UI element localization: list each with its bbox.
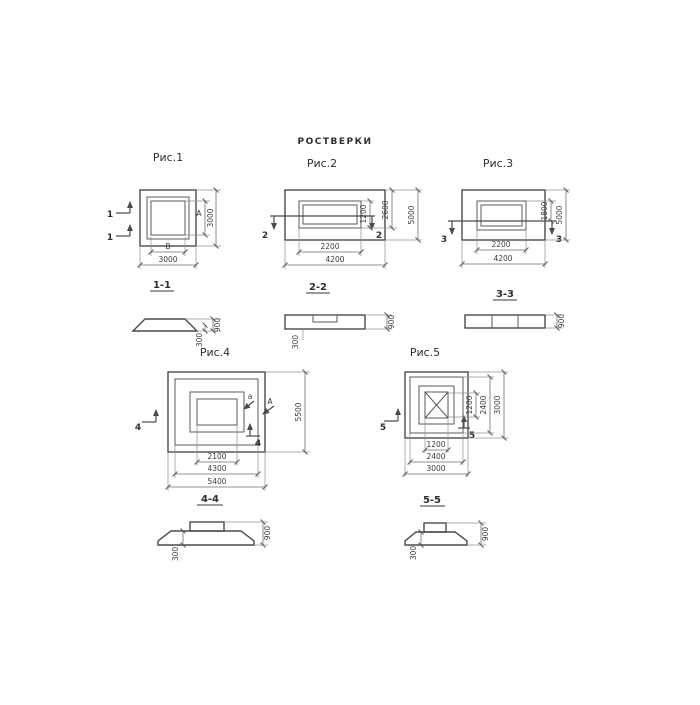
- fig4-section-dim-300: 300: [171, 547, 180, 562]
- fig1-dim-inner-height: А: [196, 209, 202, 218]
- sheet-title: РОСТВЕРКИ: [298, 137, 373, 147]
- fig5-dim-h1: 1200: [465, 395, 474, 414]
- figure-2: Рис.2 2 2 2200 4200 1200: [262, 157, 422, 349]
- fig1-cut-marks: 1 1: [107, 201, 133, 243]
- figure-3: Рис.3 3 3 2200 4200 1800: [441, 157, 570, 331]
- fig4-cut-mark-label: 4: [135, 423, 141, 433]
- fig4-cut-mark-label: 4: [255, 439, 261, 449]
- fig2-cut-mark-label: 2: [262, 231, 268, 241]
- fig5-cut-marks: 5 5: [380, 408, 475, 441]
- fig1-cut-mark-label: 1: [107, 233, 113, 243]
- fig3-caption: Рис.3: [483, 157, 513, 170]
- fig4-section-dim-900: 900: [263, 526, 272, 541]
- fig2-dim-h3: 5000: [407, 205, 416, 224]
- fig2-dimensions: 2200 4200 1200 2600 5000: [282, 187, 422, 269]
- fig1-section-title: 1-1: [153, 280, 171, 291]
- fig1-cut-mark-label: 1: [107, 210, 113, 220]
- fig3-dim-h2: 5000: [555, 205, 564, 224]
- fig5-plan: [404, 371, 469, 439]
- fig2-section-title: 2-2: [309, 282, 327, 293]
- fig2-section-dim-300: 300: [291, 335, 300, 350]
- fig4-dim-w2: 4300: [207, 464, 226, 473]
- fig4-dimensions: 2100 4300 5400 5500: [165, 369, 310, 491]
- fig5-caption: Рис.5: [410, 346, 440, 359]
- fig2-plan: [270, 189, 386, 241]
- fig4-dim-w1: 2100: [207, 452, 226, 461]
- fig5-dimensions: 1200 2400 3000 1200 2400 3000: [402, 369, 508, 477]
- fig5-dim-h2: 2400: [479, 395, 488, 414]
- fig2-dim-inner-width: 2200: [320, 242, 339, 251]
- fig2-dim-h1: 1200: [359, 204, 368, 223]
- figure-1: Рис.1 1 1 В 3000 А: [107, 151, 222, 347]
- fig4-dim-w3: 5400: [207, 477, 226, 486]
- fig5-cut-mark-label: 5: [469, 431, 475, 441]
- fig2-caption: Рис.2: [307, 157, 337, 170]
- fig1-dim-inner-width: В: [165, 242, 170, 251]
- fig5-dim-h3: 3000: [493, 395, 502, 414]
- fig5-section-title: 5-5: [423, 495, 441, 506]
- fig5-cut-mark-label: 5: [380, 423, 386, 433]
- fig3-section-view: 900: [464, 312, 566, 331]
- fig4-ref-a-upper: А: [267, 397, 273, 406]
- fig4-caption: Рис.4: [200, 346, 230, 359]
- fig4-cut-marks: 4 4 а А: [135, 392, 275, 449]
- fig3-dim-h1: 1800: [540, 201, 549, 220]
- fig4-section-view: 900 300: [157, 519, 272, 562]
- fig5-section-dim-300: 300: [409, 546, 418, 561]
- fig3-section-title: 3-3: [496, 289, 514, 300]
- fig3-dimensions: 2200 4200 1800 5000: [459, 187, 570, 268]
- fig2-section-view: 900 300: [284, 312, 396, 350]
- figure-4: Рис.4 4 4 а А 2100 4300: [135, 346, 310, 561]
- fig5-dim-w2: 2400: [426, 452, 445, 461]
- fig3-cut-mark-label: 3: [441, 235, 447, 245]
- fig1-section-view: 900 300: [131, 316, 222, 348]
- fig1-dim-total-width: 3000: [158, 255, 177, 264]
- fig5-section-dim-900: 900: [481, 527, 490, 542]
- fig1-dim-total-height: 3000: [206, 208, 215, 227]
- fig1-section-dim-900: 900: [213, 318, 222, 333]
- fig2-dim-h2: 2600: [381, 200, 390, 219]
- fig2-cut-mark-label: 2: [376, 231, 382, 241]
- fig1-plan: [139, 189, 197, 247]
- fig5-dim-w1: 1200: [426, 440, 445, 449]
- fig1-caption: Рис.1: [153, 151, 183, 164]
- figure-5: Рис.5 5 5 1200 2400: [380, 346, 508, 560]
- fig4-section-title: 4-4: [201, 494, 219, 505]
- fig4-plan: [167, 371, 266, 453]
- fig1-dimensions: В 3000 А 3000: [137, 187, 221, 269]
- fig5-section-view: 900 300: [404, 520, 490, 561]
- fig1-section-dim-300: 300: [195, 333, 204, 348]
- fig3-plan: [448, 189, 556, 241]
- fig4-ref-a-lower: а: [248, 392, 253, 401]
- fig3-dim-inner-width: 2200: [491, 240, 510, 249]
- fig3-dim-total-width: 4200: [493, 254, 512, 263]
- fig5-dim-w3: 3000: [426, 464, 445, 473]
- fig4-dim-h1: 5500: [294, 402, 303, 421]
- fig3-section-dim-900: 900: [557, 314, 566, 329]
- fig2-section-dim-900: 900: [387, 315, 396, 330]
- fig2-dim-total-width: 4200: [325, 255, 344, 264]
